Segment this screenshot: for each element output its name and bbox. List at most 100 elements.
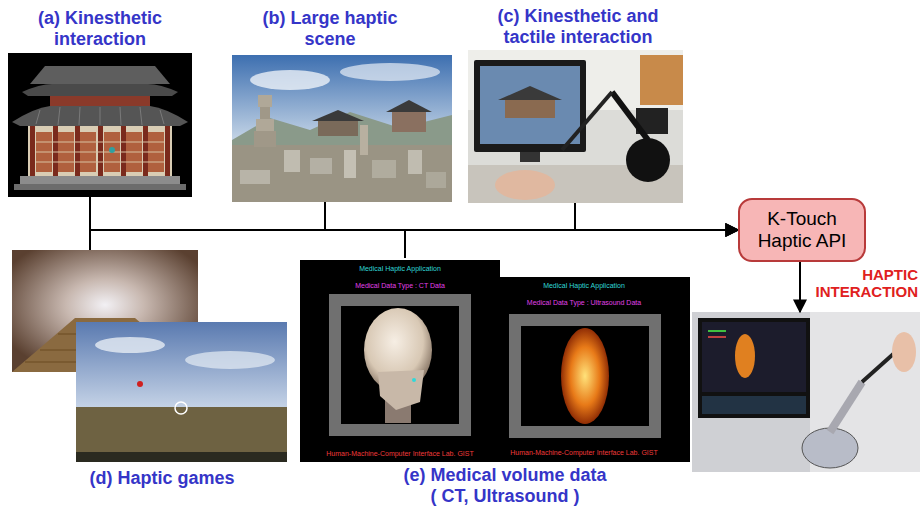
device-photo [562,92,612,150]
user-photo [692,312,920,472]
landscape-render [250,70,330,90]
temple-render [36,142,164,162]
temple-render [8,53,192,197]
temple-render [22,84,178,96]
text-holder: (d) Haptic games [52,468,272,489]
user-photo [708,330,726,332]
landscape-render [408,150,422,174]
sky-game [76,407,287,462]
text-holder: (a) Kinesthetic interaction [10,8,190,49]
ct-screen [378,370,424,410]
text-holder: HAPTIC INTERACTION [808,266,918,301]
text-holder: Human-Machine-Computer Interface Lab. GI… [478,449,690,457]
sky-game [76,322,287,462]
connector [90,197,738,230]
user-photo [708,336,726,338]
sky-game [76,322,287,407]
landscape-render [392,110,426,132]
landscape-render [310,158,332,174]
connector [325,202,738,230]
screen-frame: Medical Haptic ApplicationMedical Data T… [300,260,500,462]
landscape-render [232,55,452,202]
connector [405,230,738,258]
landscape-render [312,110,364,121]
screen-footer: Human-Machine-Computer Interface Lab. GI… [478,449,690,457]
screen-subtitle: Medical Data Type : Ultrasound Data [478,299,690,307]
panel-caption: (b) Large haptic scene [245,8,415,49]
temple-render [12,106,188,126]
sky-game [95,337,165,353]
screen-subtitle: Medical Data Type : CT Data [300,282,500,290]
screen-title: Medical Haptic Application [300,265,500,273]
landscape-render [386,100,432,112]
panel-image: (b) Large haptic scene [232,55,452,202]
panel-image: HAPTIC INTERACTION [692,312,920,472]
device-photo [505,98,555,118]
landscape-render [254,131,276,147]
user-photo [698,318,810,418]
device-photo [626,138,670,182]
connector [575,203,738,230]
panel-caption: (c) Kinesthetic and tactile interaction [483,6,673,47]
device-photo [495,170,555,200]
panel-caption: (d) Haptic games [52,468,272,489]
temple-render [30,126,35,176]
device-photo [474,60,586,152]
landscape-render [256,119,274,131]
sky-game [137,381,143,387]
user-photo [892,332,916,372]
landscape-render [240,170,270,184]
landscape-render [258,95,272,107]
panel-caption: (a) Kinesthetic interaction [10,8,190,49]
landscape-render [232,55,452,202]
sky-game [76,452,287,462]
screen-footer: Human-Machine-Computer Interface Lab. GI… [300,450,500,458]
temple-render [143,126,148,176]
user-photo [735,334,755,378]
temple-render [36,107,164,125]
ultrasound-screen [561,328,609,424]
ct-screen [335,300,465,430]
text-holder: Medical Data Type : CT Data [300,282,500,290]
user-photo [830,382,862,432]
temple-render [30,66,170,84]
temple-render [20,176,180,184]
device-photo [520,152,540,162]
landscape-render [344,150,356,178]
ct-screen [300,260,500,462]
screen-frame: Medical Haptic ApplicationMedical Data T… [478,277,690,462]
panel-image: (d) Haptic games [10,250,290,462]
api-box: K-Touch Haptic API [738,198,866,262]
panel-image: (c) Kinesthetic and tactile interaction [468,50,683,203]
ultrasound-screen [478,277,690,462]
ultrasound-screen [478,277,690,462]
temple-render [165,126,170,176]
device-photo [640,55,683,105]
temple-render [98,126,103,176]
panel-image: (a) Kinesthetic interaction [8,53,192,197]
connector [90,230,738,250]
text-holder: Human-Machine-Computer Interface Lab. GI… [300,450,500,458]
temple-render [28,126,172,176]
device-photo [468,50,683,203]
landscape-render [260,107,270,119]
ct-screen [300,260,500,462]
panel-caption: (e) Medical volume data ( CT, Ultrasound… [401,465,609,506]
landscape-render [340,63,440,81]
temple-render [14,184,186,190]
text-holder: Medical Haptic Application [478,282,690,290]
landscape-render [372,160,396,178]
api-label: K-Touch Haptic API [748,208,856,252]
text-holder: (c) Kinesthetic and tactile interaction [483,6,673,47]
text-holder: (b) Large haptic scene [245,8,415,49]
output-heading: HAPTIC INTERACTION [808,266,918,301]
sky-game [185,351,275,369]
temple-render [121,126,126,176]
landscape-render [360,125,368,155]
device-photo [468,50,683,203]
temple-render [50,96,150,106]
landscape-render [232,145,452,202]
landscape-render [318,120,358,136]
user-photo [802,428,858,468]
